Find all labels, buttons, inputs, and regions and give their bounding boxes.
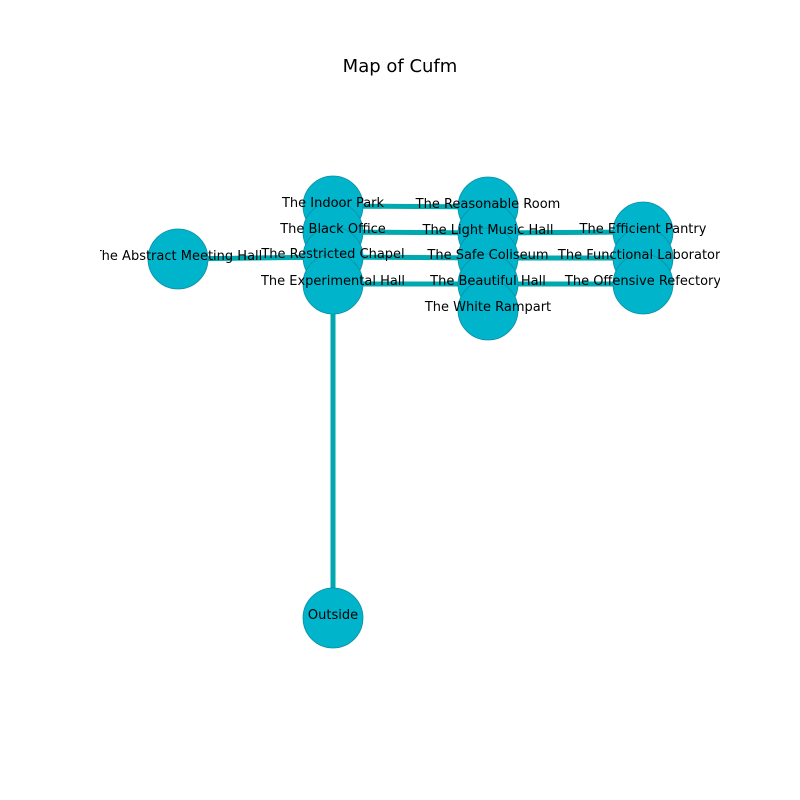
nodes-layer xyxy=(147,175,674,649)
node-label-beautiful-hall: The Beautiful Hall xyxy=(429,274,546,289)
node-label-safe-coliseum: The Safe Coliseum xyxy=(426,248,548,263)
node-label-outside: Outside xyxy=(308,608,358,623)
node-offensive-refectory xyxy=(612,253,674,315)
node-label-white-rampart: The White Rampart xyxy=(424,300,551,315)
node-abstract-meeting-hall xyxy=(147,228,209,290)
node-label-offensive-refectory: The Offensive Refectory xyxy=(564,274,722,289)
node-label-efficient-pantry: The Efficient Pantry xyxy=(579,222,707,237)
node-label-abstract-meeting-hall: The Abstract Meeting Hall xyxy=(93,249,263,264)
map-title: Map of Cufm xyxy=(342,56,458,77)
node-white-rampart xyxy=(457,279,519,341)
node-label-functional-laboratory: The Functional Laboratory xyxy=(557,248,728,263)
node-label-restricted-chapel: The Restricted Chapel xyxy=(260,247,404,262)
node-label-indoor-park: The Indoor Park xyxy=(281,196,385,211)
node-outside xyxy=(302,587,364,649)
node-label-black-office: The Black Office xyxy=(279,222,386,237)
node-label-reasonable-room: The Reasonable Room xyxy=(415,197,561,212)
node-label-experimental-hall: The Experimental Hall xyxy=(260,274,405,289)
node-experimental-hall xyxy=(302,253,364,315)
node-label-light-music-hall: The Light Music Hall xyxy=(422,223,554,238)
edges-layer xyxy=(177,203,644,618)
